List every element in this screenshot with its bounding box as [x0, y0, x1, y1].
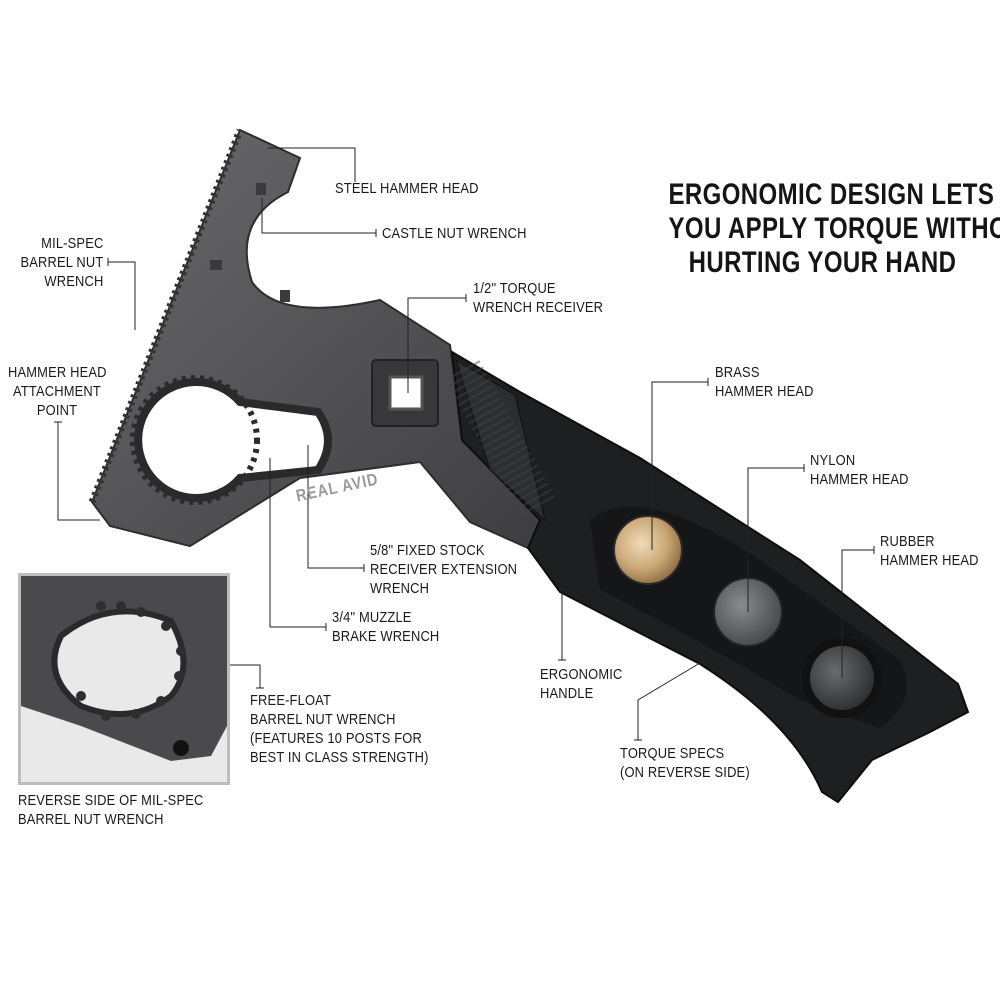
leader-ticks — [54, 174, 875, 741]
headline: ERGONOMIC DESIGN LETS YOU APPLY TORQUE W… — [668, 178, 1000, 280]
leader-steel-hammer-head — [268, 147, 356, 178]
castle-tooth — [256, 183, 266, 195]
leader-castle-nut-wrench — [261, 198, 376, 234]
torque-receiver-square — [388, 375, 424, 411]
headline-line: YOU APPLY TORQUE WITHOUT — [668, 212, 1000, 245]
leader-mil-spec — [108, 261, 136, 330]
castle-tooth — [280, 290, 290, 302]
label-reverse-side-caption: REVERSE SIDE OF MIL-SPEC BARREL NUT WREN… — [18, 792, 204, 828]
posts — [76, 601, 186, 721]
label-mil-spec-barrel-nut-wrench: MIL-SPEC BARREL NUT WRENCH — [20, 235, 103, 290]
leader-torque-specs — [637, 659, 706, 740]
barrel-nut-hole — [134, 377, 332, 502]
label-brass-hammer-head: BRASS HAMMER HEAD — [715, 364, 814, 400]
leader-muzzle-brake — [269, 458, 326, 628]
label-nylon-hammer-head: NYLON HAMMER HEAD — [810, 452, 909, 488]
headline-line: HURTING YOUR HAND — [688, 246, 957, 279]
label-free-float-wrench: FREE-FLOAT BARREL NUT WRENCH (FEATURES 1… — [250, 692, 429, 766]
label-torque-specs: TORQUE SPECS (ON REVERSE SIDE) — [620, 745, 750, 781]
leader-rubber — [841, 549, 874, 678]
label-ergonomic-handle: ERGONOMIC HANDLE — [540, 666, 623, 702]
label-castle-nut-wrench: CASTLE NUT WRENCH — [382, 225, 527, 242]
label-fixed-stock-wrench: 5/8" FIXED STOCK RECEIVER EXTENSION WREN… — [370, 542, 518, 597]
label-rubber-hammer-head: RUBBER HAMMER HEAD — [880, 533, 979, 569]
leader-brass — [651, 381, 708, 550]
leader-nylon — [747, 467, 804, 612]
brass-hammer-head — [613, 515, 683, 585]
label-muzzle-brake-wrench: 3/4" MUZZLE BRAKE WRENCH — [332, 609, 440, 645]
leader-torque-receiver — [407, 297, 466, 393]
leader-attachment-point — [57, 422, 100, 521]
leader-fixed-stock — [307, 445, 364, 569]
reverse-side-image — [21, 576, 227, 761]
label-hammer-head-attachment-point: HAMMER HEAD ATTACHMENT POINT — [7, 364, 107, 419]
grip-texture-dots — [444, 360, 558, 520]
headline-line: ERGONOMIC DESIGN LETS — [668, 178, 995, 211]
leader-lines — [57, 147, 874, 740]
castle-tooth — [210, 260, 222, 270]
label-torque-wrench-receiver: 1/2" TORQUE WRENCH RECEIVER — [473, 280, 604, 316]
spline-ring — [130, 375, 260, 505]
label-steel-hammer-head: STEEL HAMMER HEAD — [335, 180, 479, 197]
leader-ergonomic-handle — [561, 589, 600, 660]
reverse-side-inset — [18, 573, 230, 785]
